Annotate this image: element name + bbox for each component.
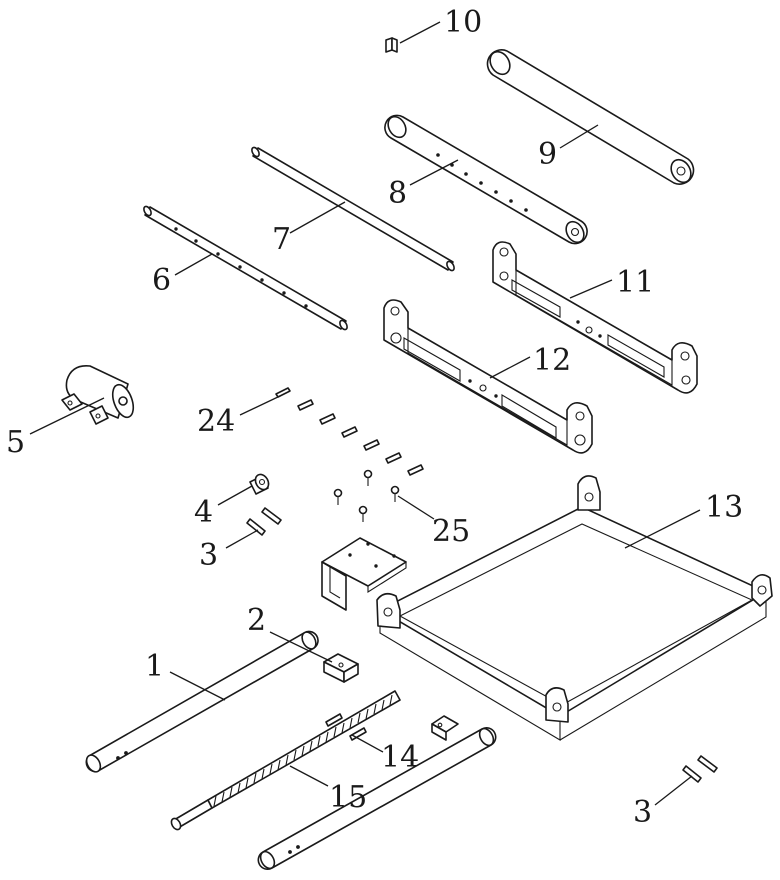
part-14-pins bbox=[325, 713, 459, 741]
leader-2 bbox=[269, 631, 333, 663]
label-12: 12 bbox=[533, 343, 571, 378]
part-5-motor bbox=[61, 364, 135, 425]
leader-9 bbox=[559, 124, 599, 149]
part-15-lead-screw bbox=[170, 690, 401, 831]
part-2-block bbox=[323, 653, 359, 683]
leader-1 bbox=[169, 671, 226, 701]
leader-7 bbox=[289, 201, 346, 234]
tube-lower bbox=[257, 727, 497, 870]
label-7: 7 bbox=[272, 222, 291, 257]
leader-5 bbox=[29, 397, 105, 435]
leader-8 bbox=[409, 159, 459, 186]
corner-lug bbox=[376, 592, 401, 629]
label-8: 8 bbox=[388, 176, 407, 211]
part-24-pins bbox=[275, 387, 424, 476]
screw bbox=[333, 488, 343, 505]
screw bbox=[358, 505, 368, 522]
part-4-coupling bbox=[249, 473, 270, 495]
leader-25 bbox=[397, 495, 435, 520]
label-5: 5 bbox=[6, 425, 25, 460]
label-15: 15 bbox=[329, 780, 367, 815]
label-25: 25 bbox=[432, 514, 470, 549]
leader-4 bbox=[217, 485, 253, 506]
label-3-lower: 3 bbox=[633, 795, 652, 830]
part-6-holes bbox=[174, 227, 308, 308]
label-3-upper: 3 bbox=[199, 538, 218, 573]
leader-lines bbox=[29, 21, 701, 806]
part-6-drilled-rod bbox=[143, 205, 348, 331]
label-13: 13 bbox=[705, 490, 743, 525]
leader-3-lower bbox=[654, 775, 693, 806]
leader-12 bbox=[489, 356, 531, 379]
part-8-drilled-shaft bbox=[384, 114, 588, 245]
part-3-pins-lower bbox=[682, 755, 718, 783]
label-1: 1 bbox=[145, 649, 164, 684]
corner-lug bbox=[751, 574, 773, 607]
leader-6 bbox=[174, 253, 213, 276]
screw bbox=[390, 485, 400, 502]
label-9: 9 bbox=[538, 137, 557, 172]
part-7-rod bbox=[251, 146, 455, 272]
leader-13 bbox=[624, 509, 701, 549]
label-11: 11 bbox=[616, 265, 654, 300]
part-9-roller bbox=[486, 49, 695, 185]
screw bbox=[363, 469, 373, 486]
part-13-base-plate bbox=[321, 475, 773, 741]
part-10-clip bbox=[385, 37, 398, 53]
part-number-labels: 10 9 8 7 6 11 12 5 24 4 3 25 13 2 1 14 1… bbox=[6, 5, 743, 830]
leader-3-upper bbox=[225, 529, 259, 549]
motor-bracket bbox=[321, 537, 407, 611]
part-12-side-frame bbox=[383, 299, 593, 454]
leader-15 bbox=[289, 765, 329, 787]
label-24: 24 bbox=[197, 404, 235, 439]
leader-14 bbox=[351, 734, 384, 753]
label-14: 14 bbox=[381, 740, 419, 775]
leader-11 bbox=[569, 279, 613, 299]
label-4: 4 bbox=[194, 495, 213, 530]
corner-lug bbox=[545, 687, 569, 723]
leader-24 bbox=[239, 395, 281, 416]
label-2: 2 bbox=[247, 603, 266, 638]
corner-lug bbox=[577, 475, 601, 511]
label-6: 6 bbox=[152, 263, 171, 298]
part-8-holes bbox=[436, 153, 528, 212]
leader-10 bbox=[399, 21, 441, 44]
part-3-pins-upper bbox=[246, 507, 282, 536]
part-11-side-frame bbox=[492, 241, 698, 394]
part-1-tube bbox=[85, 630, 319, 773]
label-10: 10 bbox=[444, 5, 482, 40]
part-25-screws bbox=[333, 469, 400, 522]
